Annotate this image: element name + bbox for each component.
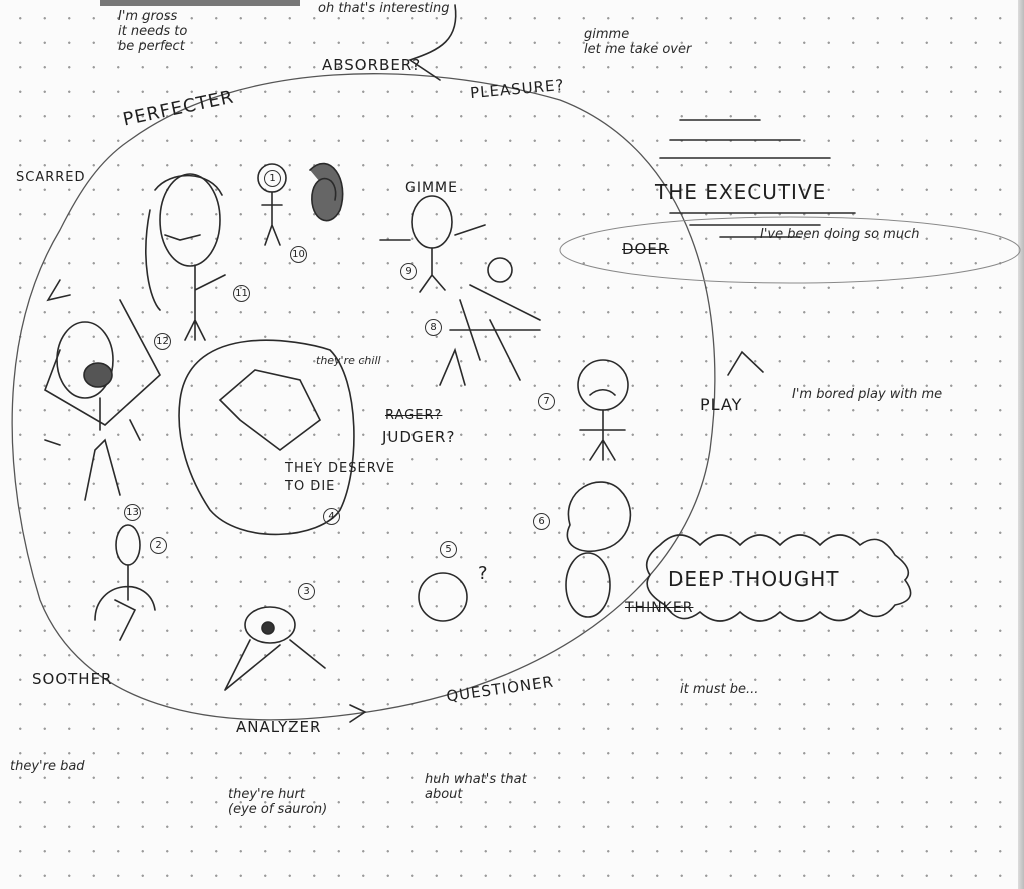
note-must-be: it must be... <box>680 682 759 697</box>
page-edge <box>1018 0 1024 889</box>
number-11: 11 <box>233 285 250 302</box>
figure-1 <box>257 163 287 246</box>
number-10: 10 <box>290 246 307 263</box>
label-gimme: GIMME <box>405 180 458 196</box>
tape-strip <box>100 0 300 6</box>
arrow-analyzer <box>349 704 367 723</box>
label-doer: DOER <box>622 240 670 258</box>
deep-thought-title: DEEP THOUGHT <box>668 567 840 591</box>
label-absorber: ABSORBER? <box>322 56 422 74</box>
label-thinker: THINKER <box>625 600 694 616</box>
number-2: 2 <box>150 537 167 554</box>
label-they-deserve: THEY DESERVE TO DIE <box>285 461 396 495</box>
figure-eye <box>224 606 326 691</box>
number-7: 7 <box>538 393 555 410</box>
question-mark: ? <box>478 563 489 584</box>
number-12: 12 <box>154 333 171 350</box>
arrow-scarred <box>46 279 71 302</box>
label-play: PLAY <box>700 395 743 414</box>
note-perfect: I'm gross it needs to be perfect <box>118 9 188 54</box>
note-gimme: gimme let me take over <box>584 27 692 57</box>
note-bad: they're bad <box>10 759 85 774</box>
note-chill: they're chill <box>316 354 381 367</box>
cycle-circle <box>11 73 716 721</box>
label-judger: JUDGER? <box>382 428 456 446</box>
number-13: 13 <box>124 504 141 521</box>
number-5: 5 <box>440 541 457 558</box>
figure-5 <box>418 572 468 622</box>
executive-ellipse <box>559 216 1021 284</box>
label-rager: RAGER? <box>385 408 443 423</box>
note-play: I'm bored play with me <box>792 387 943 402</box>
deep-thought-burst <box>645 534 912 622</box>
number-9: 9 <box>400 263 417 280</box>
note-doing: I've been doing so much <box>760 227 920 242</box>
figure-8 <box>439 257 541 386</box>
interesting-pointer <box>408 4 457 81</box>
figure-7 <box>577 359 629 461</box>
executive-title: THE EXECUTIVE <box>655 180 827 204</box>
executive-underlines <box>659 119 856 238</box>
figure-rager-blob <box>178 339 355 536</box>
label-soother: SOOTHER <box>32 670 113 688</box>
number-1: 1 <box>264 170 281 187</box>
figure-2 <box>94 524 156 641</box>
number-6: 6 <box>533 513 550 530</box>
play-caret <box>727 350 764 376</box>
note-hurt: they're hurt (eye of sauron) <box>228 787 328 817</box>
label-scarred: SCARRED <box>16 170 86 185</box>
label-analyzer: ANALYZER <box>236 718 322 736</box>
figure-perfecter <box>145 173 226 341</box>
figure-12 <box>44 299 161 501</box>
scribble-figure <box>309 162 344 222</box>
note-huh: huh what's that about <box>425 772 527 802</box>
number-3: 3 <box>298 583 315 600</box>
figure-6 <box>565 481 632 618</box>
note-interesting: oh that's interesting <box>318 1 450 16</box>
number-8: 8 <box>425 319 442 336</box>
figure-gimme <box>379 195 486 293</box>
number-4: 4 <box>323 508 340 525</box>
